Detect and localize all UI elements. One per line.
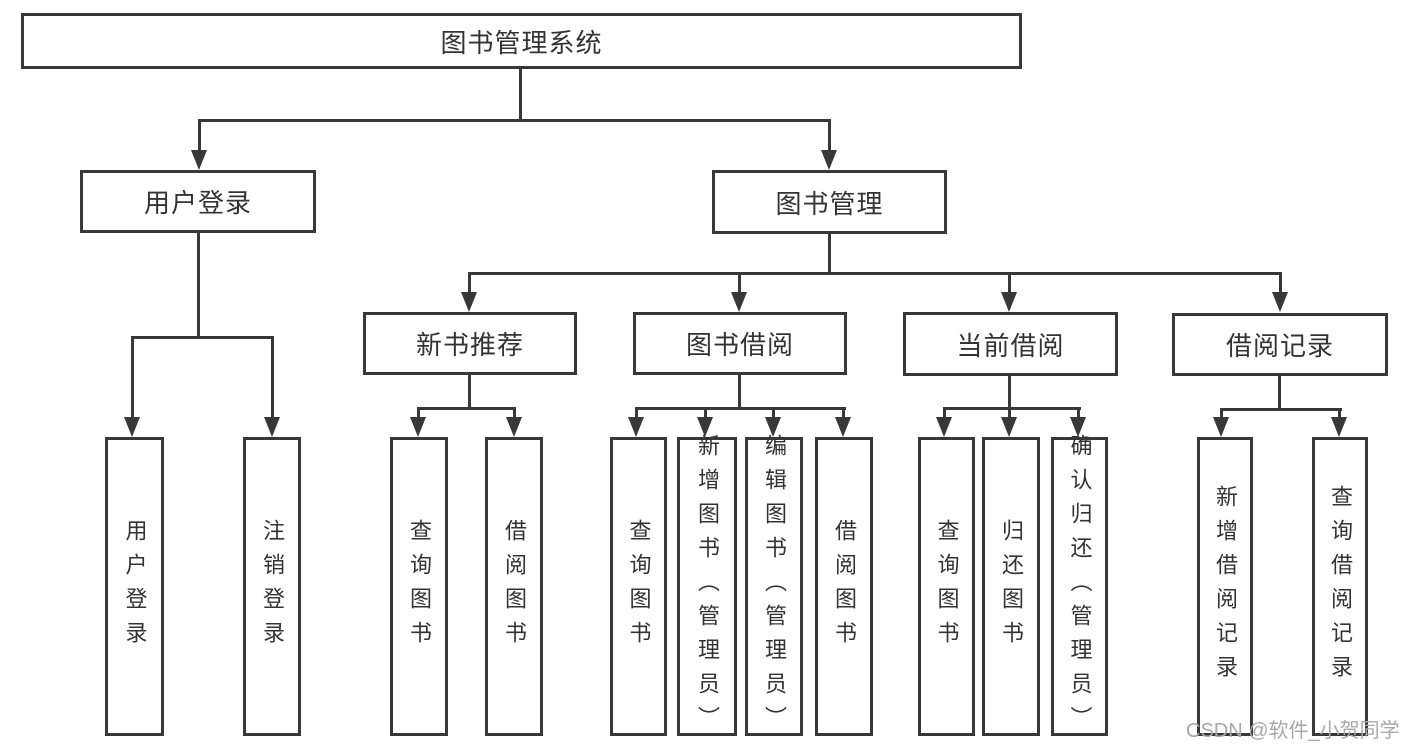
leaf-logout: 注销登录 [243,437,301,736]
leaf-label: 确认归还（管理员） [1067,433,1093,740]
connector-drop-leaf [772,407,775,419]
connector-drop-leaf [1220,408,1223,419]
connector-book-management-bus [468,272,1282,275]
arrowhead-down [697,417,713,437]
connector-book-borrow-stem [738,375,741,409]
node-label: 用户登录 [143,188,252,218]
arrowhead-down [731,292,747,312]
node-current-borrow: 当前借阅 [903,312,1118,376]
connector-drop-leaf [271,336,274,419]
leaf-query-books-recommend: 查询图书 [390,437,448,736]
leaf-query-books-current: 查询图书 [918,437,975,736]
arrowhead-down [124,417,140,437]
node-library-management-system: 图书管理系统 [21,13,1022,69]
connector-drop-book-borrow [738,272,741,294]
arrowhead-down [936,417,952,437]
connector-drop-leaf [943,407,946,419]
leaf-borrow-books-recommend: 借阅图书 [485,437,543,736]
leaf-label: 用户登录 [122,518,148,655]
leaf-borrow-books: 借阅图书 [815,437,873,736]
leaf-label: 注销登录 [260,518,285,655]
connector-book-borrow-bus [635,407,846,410]
connector-drop-leaf [1008,407,1011,419]
connector-drop-leaf [1077,407,1080,419]
arrowhead-down [1001,292,1017,312]
connector-root-bus [198,119,831,122]
leaf-label: 借阅图书 [502,518,527,655]
connector-current-borrow-bus [943,407,1081,410]
leaf-add-books-admin: 新增图书（管理员） [677,434,737,740]
connector-drop-leaf [704,407,707,419]
leaf-confirm-return-admin: 确认归还（管理员） [1051,434,1108,740]
connector-drop-leaf [513,407,516,419]
node-book-management: 图书管理 [712,170,947,234]
connector-drop-user-login [198,119,201,152]
arrowhead-down [1001,417,1017,437]
leaf-query-borrow-record: 查询借阅记录 [1312,437,1368,736]
node-label: 当前借阅 [956,330,1065,361]
connector-drop-borrow-records [1279,272,1282,294]
arrowhead-down [1213,417,1229,437]
leaf-label: 查询图书 [407,518,432,655]
node-borrow-records: 借阅记录 [1172,313,1388,376]
leaf-label: 查询图书 [626,518,652,655]
connector-new-book-bus [417,407,516,410]
arrowhead-down [765,417,781,437]
leaf-return-books: 归还图书 [982,437,1040,736]
connector-drop-leaf [635,407,638,419]
arrowhead-down [821,150,837,170]
node-label: 图书管理 [775,188,884,219]
leaf-label: 借阅图书 [832,518,857,655]
arrowhead-down [1070,417,1086,437]
leaf-query-books-borrow: 查询图书 [610,437,667,736]
leaf-label: 归还图书 [999,518,1024,655]
leaf-label: 新增借阅记录 [1213,484,1238,689]
arrowhead-down [461,292,477,312]
connector-borrow-records-stem [1278,376,1281,410]
arrowhead-down [264,417,280,437]
connector-drop-leaf [842,407,845,419]
node-label: 新书推荐 [415,330,524,360]
leaf-label: 查询借阅记录 [1328,484,1353,689]
node-user-login: 用户登录 [80,170,316,233]
leaf-add-borrow-record: 新增借阅记录 [1197,437,1253,736]
connector-drop-leaf [131,336,134,419]
connector-drop-leaf [1338,408,1341,419]
connector-user-login-bus [131,336,274,339]
arrowhead-down [191,150,207,170]
leaf-label: 编辑图书（管理员） [762,433,787,740]
arrowhead-down [410,417,426,437]
connector-drop-current-borrow [1008,272,1011,294]
csdn-watermark: CSDN @软件_小贺同学 [1186,720,1400,742]
connector-new-book-stem [468,375,471,409]
arrowhead-down [628,417,644,437]
connector-borrow-records-bus [1220,408,1342,411]
connector-drop-book-management [828,119,831,152]
connector-root-stem [519,69,522,119]
arrowhead-down [506,417,522,437]
node-label: 图书管理系统 [440,27,603,58]
arrowhead-down [1272,292,1288,312]
arrowhead-down [835,417,851,437]
node-book-borrow: 图书借阅 [633,312,847,375]
node-new-book-recommend: 新书推荐 [363,312,577,375]
node-label: 图书借阅 [685,330,794,360]
leaf-label: 新增图书（管理员） [695,433,720,740]
connector-drop-new-book [468,272,471,294]
leaf-label: 查询图书 [934,518,960,655]
connector-user-login-stem [197,233,200,338]
connector-drop-leaf [417,407,420,419]
leaf-user-login: 用户登录 [105,437,164,736]
arrowhead-down [1331,417,1347,437]
connector-book-management-stem [828,234,831,274]
connector-current-borrow-stem [1008,376,1011,409]
node-label: 借阅记录 [1225,331,1334,361]
leaf-edit-books-admin: 编辑图书（管理员） [745,434,803,740]
